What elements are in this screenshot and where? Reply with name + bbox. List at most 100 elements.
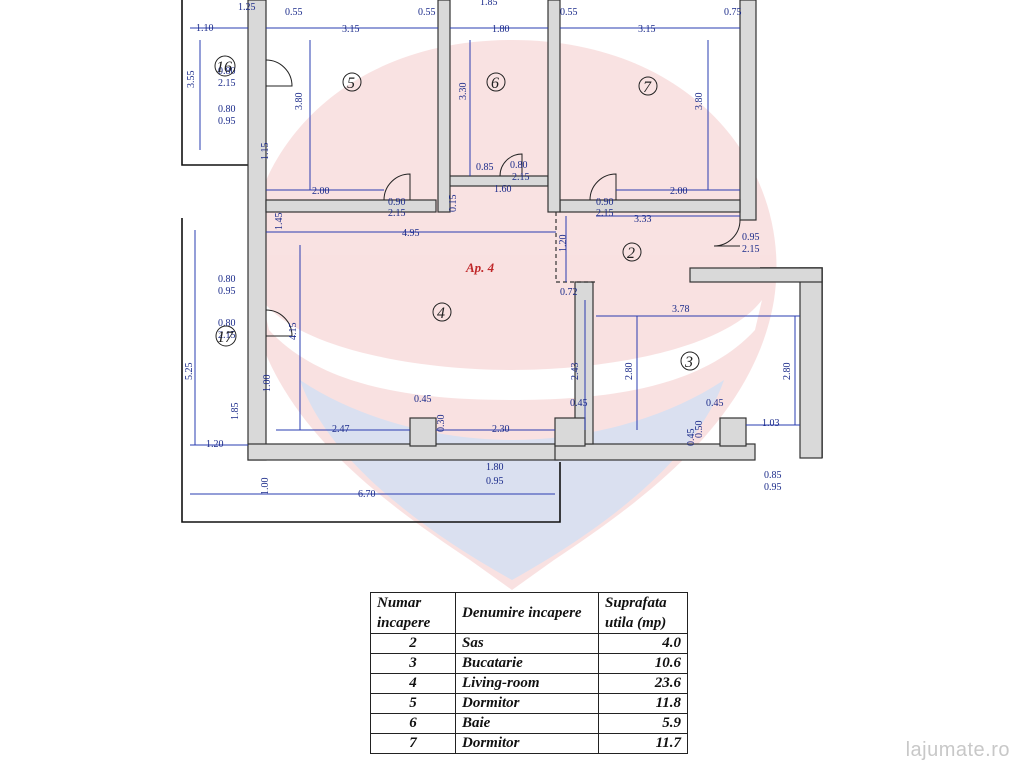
dimension-label: 1.25 [238, 2, 256, 13]
dimension-label: 0.95 [218, 286, 236, 297]
dimension-label: 6.70 [358, 489, 376, 500]
dimension-label: 1.85 [480, 0, 498, 8]
dimension-label: 1.20 [206, 439, 224, 450]
dimension-label: 2.43 [570, 363, 581, 381]
dimension-label: 3.55 [186, 71, 197, 89]
room-name-cell: Bucatarie [455, 653, 599, 674]
room-area-cell: 23.6 [598, 673, 688, 694]
room-number-cell: 7 [370, 733, 456, 754]
site-watermark: lajumate.ro [905, 739, 1010, 761]
dimension-label: 4.15 [288, 323, 299, 341]
room-area-cell: 11.7 [598, 733, 688, 754]
room-2: 2 [627, 245, 635, 262]
dimension-label: 3.30 [458, 83, 469, 101]
room-3: 3 [684, 354, 693, 371]
apartment-label: Ap. 4 [465, 260, 495, 275]
dimension-label: 0.72 [560, 287, 578, 298]
dimension-label: 0.55 [285, 7, 303, 18]
room-area-cell: 10.6 [598, 653, 688, 674]
dimension-label: 4.95 [402, 228, 420, 239]
dimension-label: 0.80 [218, 318, 236, 329]
dimension-label: 0.80 [218, 274, 236, 285]
dimension-label: 2.30 [492, 424, 510, 435]
room-7: 7 [643, 79, 652, 96]
room-labels: 2 3 4 5 6 7 16 17 Ap. 4 [214, 55, 700, 371]
dimension-label: 0.45 [686, 429, 697, 447]
dimension-label: 3.15 [342, 24, 360, 35]
dimension-label: 1.85 [230, 403, 241, 421]
header-room-number: Numar incapere [370, 592, 456, 634]
dimension-label: 2.80 [624, 363, 635, 381]
room-number-cell: 5 [370, 693, 456, 714]
dimension-label: 1.10 [196, 23, 214, 34]
room-16: 16 [216, 59, 232, 76]
dimension-label: 2.15 [596, 208, 614, 219]
room-number-cell: 4 [370, 673, 456, 694]
table-header-row: Numar incapere Denumire incapere Suprafa… [370, 592, 688, 634]
dimension-label: 3.80 [294, 93, 305, 111]
dimension-label: 2.47 [332, 424, 350, 435]
dimension-label: 1.45 [274, 213, 285, 231]
dimension-label: 0.85 [764, 470, 782, 481]
dimension-label: 3.33 [634, 214, 652, 225]
dimension-label: 2.00 [312, 186, 330, 197]
dimension-label: 0.15 [448, 195, 459, 213]
dimension-label: 0.95 [764, 482, 782, 493]
dimension-label: 1.80 [486, 462, 504, 473]
dimension-label: 3.78 [672, 304, 690, 315]
room-name-cell: Dormitor [455, 693, 599, 714]
room-5: 5 [347, 75, 355, 92]
dimension-label: 0.80 [218, 104, 236, 115]
dimension-label: 1.03 [762, 418, 780, 429]
dimension-label: 1.80 [492, 24, 510, 35]
dimension-label: 0.55 [560, 7, 578, 18]
dimension-label: 0.80 [218, 66, 236, 77]
dimension-label: 2.15 [512, 172, 530, 183]
dimension-label: 1.00 [262, 375, 273, 393]
dimension-label: 0.90 [596, 197, 614, 208]
dimension-label: 3.15 [638, 24, 656, 35]
room-4: 4 [437, 305, 445, 322]
dimension-label: 2.80 [782, 363, 793, 381]
dimension-label: 0.30 [436, 415, 447, 433]
dimension-labels: 1.10 1.25 0.55 0.55 0.55 1.85 0.75 3.15 1.80 3.15… [184, 0, 793, 500]
header-usable-area: Suprafata utila (mp) [598, 592, 688, 634]
floor-plan: 1.10 1.25 0.55 0.55 0.55 1.85 0.75 3.15 1.80 3.15… [181, 0, 823, 590]
dimension-label: 0.75 [724, 7, 742, 18]
room-area-table: Numar incapere Denumire incapere Suprafa… [370, 592, 688, 754]
room-6: 6 [491, 75, 499, 92]
header-room-name: Denumire incapere [455, 592, 599, 634]
room-name-cell: Living-room [455, 673, 599, 694]
dimension-label: 0.45 [570, 398, 588, 409]
dimension-label: 0.45 [706, 398, 724, 409]
dimension-label: 0.80 [510, 160, 528, 171]
dimension-label: 0.85 [476, 162, 494, 173]
remax-watermark [247, 40, 777, 590]
room-number-cell: 3 [370, 653, 456, 674]
room-area-cell: 11.8 [598, 693, 688, 714]
dimension-label: 2.15 [218, 330, 236, 341]
dimension-label: 3.80 [694, 93, 705, 111]
dimension-label: 2.15 [218, 78, 236, 89]
room-name-cell: Dormitor [455, 733, 599, 754]
dimension-label: 1.00 [260, 478, 271, 496]
dimension-label: 1.15 [260, 143, 271, 161]
dimension-label: 0.55 [418, 7, 436, 18]
room-area-cell: 5.9 [598, 713, 688, 734]
dimension-label: 2.15 [742, 244, 760, 255]
dimension-label: 1.20 [558, 235, 569, 253]
dimension-label: 2.00 [670, 186, 688, 197]
dimension-label: 0.90 [388, 197, 406, 208]
dimension-label: 0.95 [742, 232, 760, 243]
dimension-label: 0.50 [694, 421, 705, 439]
dimension-label: 2.15 [388, 208, 406, 219]
dimension-label: 0.45 [414, 394, 432, 405]
dimension-label: 0.95 [218, 116, 236, 127]
dimension-label: 0.95 [486, 476, 504, 487]
